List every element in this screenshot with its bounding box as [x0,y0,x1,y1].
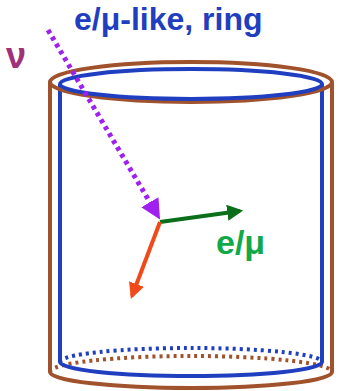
inner-bottom-hidden [60,348,322,362]
inner-wall [58,84,62,362]
cherenkov-cone-line [132,222,160,296]
lepton-track [160,211,240,222]
inner-wall [320,84,324,362]
inner-top [60,69,322,99]
particle-label: ν [6,36,26,76]
particle-label: e/μ [216,224,265,261]
inner-bottom [60,362,322,376]
outer-wall [330,82,334,372]
neutrino-track [48,30,158,216]
outer-wall [48,82,52,372]
diagram-title: e/μ-like, ring [74,2,263,37]
outer-top [50,62,332,102]
